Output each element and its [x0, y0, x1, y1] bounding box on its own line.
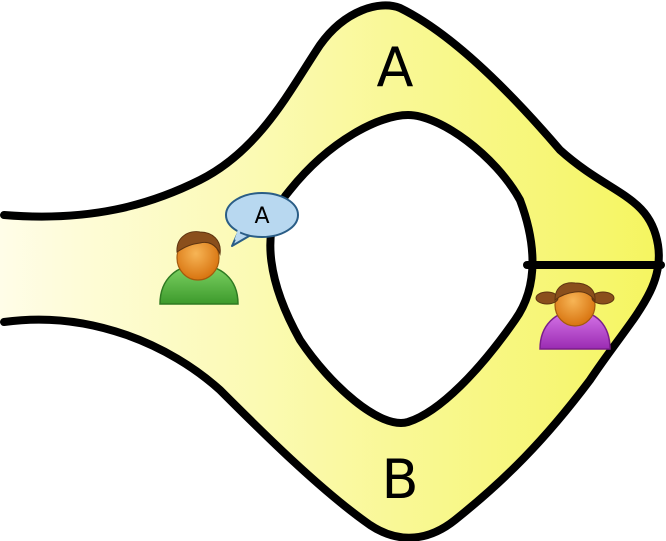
path-label-b: B — [381, 448, 418, 511]
speech-bubble-label: A — [254, 204, 269, 229]
path-label-a: A — [377, 36, 414, 99]
